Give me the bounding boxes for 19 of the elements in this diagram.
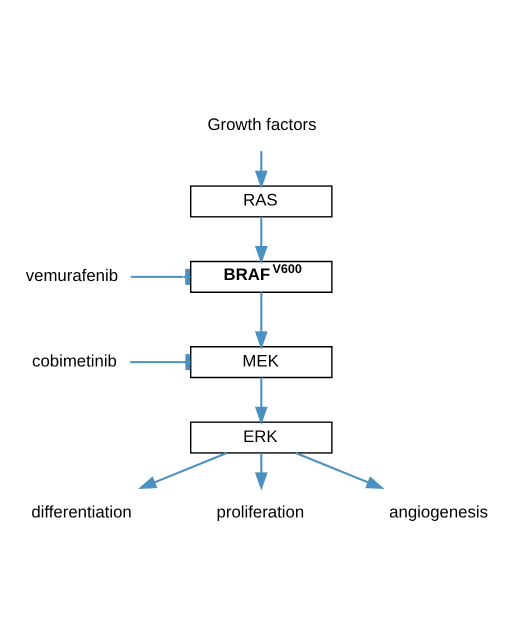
connector [130, 354, 190, 370]
arrow [294, 452, 384, 489]
arrow [254, 377, 268, 424]
arrow [254, 292, 268, 350]
node-box: RAS [190, 184, 332, 217]
node-text: differentiation [30, 502, 132, 521]
arrow [138, 452, 227, 489]
node-box: MEK [190, 346, 332, 378]
connector [130, 268, 190, 284]
node-text: Growth factors [206, 114, 316, 134]
node-box: BRAF$^{V600}$ [190, 260, 332, 292]
arrow [254, 216, 268, 264]
arrow [254, 150, 268, 188]
arrow [254, 452, 268, 490]
node-text: vemurafenib [25, 266, 118, 285]
node-text: angiogenesis [388, 502, 488, 521]
node-text: cobimetinib [32, 350, 116, 370]
node-box: ERK [190, 421, 332, 454]
node-text: proliferation [216, 502, 304, 521]
